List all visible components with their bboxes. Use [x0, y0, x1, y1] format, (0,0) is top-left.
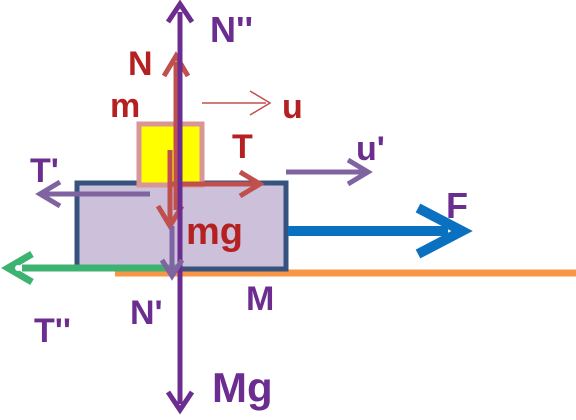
- label-M: M: [246, 280, 274, 318]
- label-N-double-prime: N'': [210, 9, 253, 50]
- velocity-u-arrow: [202, 90, 272, 116]
- tension-T-double-prime-arrow: [1, 250, 178, 286]
- label-m: m: [110, 87, 140, 125]
- label-T-prime: T': [30, 152, 59, 190]
- tension-T-prime-arrow: [35, 179, 150, 209]
- velocity-u-prime-arrow: [286, 157, 373, 187]
- label-Mg: Mg: [212, 364, 273, 411]
- tension-T-arrow: [168, 169, 265, 199]
- weight-Mg-arrow: [165, 270, 195, 415]
- label-T-double-prime: T'': [34, 312, 71, 350]
- normal-N-prime-arrow: [159, 226, 185, 281]
- normal-N-double-prime-arrow: [165, 0, 195, 270]
- label-u: u: [282, 88, 303, 126]
- label-N: N: [128, 45, 153, 83]
- label-mg: mg: [186, 211, 243, 253]
- normal-N-arrow: [161, 51, 191, 210]
- label-T: T: [232, 128, 253, 166]
- label-F: F: [446, 185, 468, 226]
- force-F-arrow: [288, 203, 473, 259]
- label-N-prime: N': [130, 294, 163, 332]
- label-u-prime: u': [356, 130, 385, 168]
